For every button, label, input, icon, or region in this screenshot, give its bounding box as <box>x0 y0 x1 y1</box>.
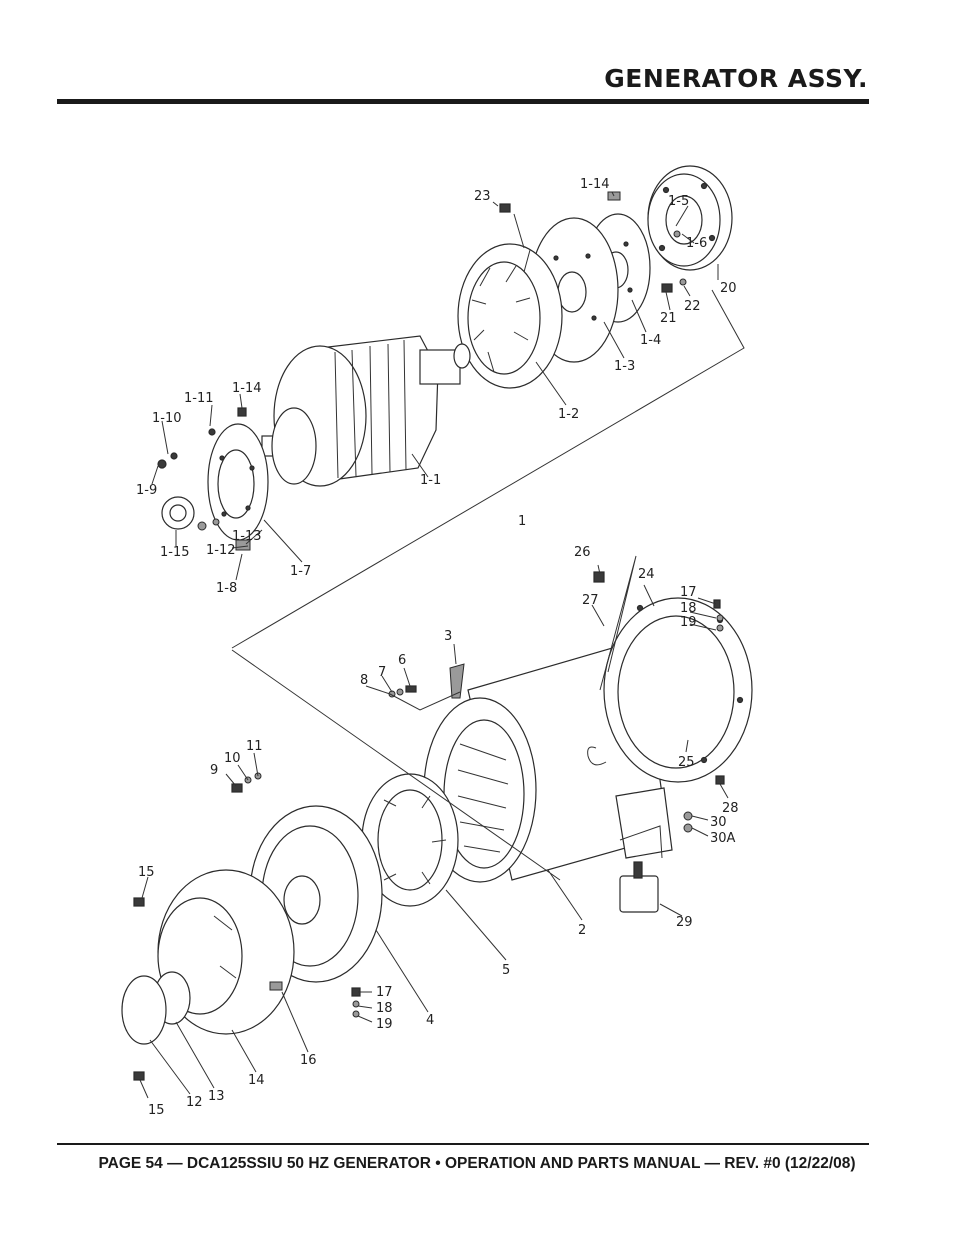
callout-30: 30 <box>710 815 727 830</box>
end-cover <box>157 869 295 1035</box>
callout-17-lower: 17 <box>376 985 393 1000</box>
small-parts-lower <box>121 571 725 1081</box>
callout-10: 10 <box>224 751 241 766</box>
small-parts-upper <box>157 191 687 551</box>
callout-1-1: 1-1 <box>420 473 441 488</box>
callout-5: 5 <box>502 963 510 978</box>
exciter-stator <box>361 773 459 907</box>
callout-1-10: 1-10 <box>152 411 182 426</box>
callout-16: 16 <box>300 1053 317 1068</box>
footer-rule <box>57 1143 869 1145</box>
rotor-assembly <box>261 335 471 487</box>
exciter-bracket <box>207 423 269 541</box>
callout-18-right: 18 <box>680 601 697 616</box>
callout-8: 8 <box>360 673 368 688</box>
end-bracket-plate <box>647 165 733 271</box>
callout-27: 27 <box>582 593 599 608</box>
callout-1-6: 1-6 <box>686 236 707 251</box>
callout-12: 12 <box>186 1095 203 1110</box>
callout-20: 20 <box>720 281 737 296</box>
callout-1-4: 1-4 <box>640 333 661 348</box>
page-title: GENERATOR ASSY. <box>604 64 868 93</box>
callout-1-7: 1-7 <box>290 564 311 579</box>
callout-9: 9 <box>210 763 218 778</box>
callout-19-lower: 19 <box>376 1017 393 1032</box>
callout-22: 22 <box>684 299 701 314</box>
callout-28: 28 <box>722 801 739 816</box>
callout-1-14-left: 1-14 <box>232 381 262 396</box>
callout-19-right: 19 <box>680 615 697 630</box>
callout-17-right: 17 <box>680 585 697 600</box>
callout-1-14-top: 1-14 <box>580 177 610 192</box>
assembly-bracket-line-1 <box>231 289 745 649</box>
callout-1-8: 1-8 <box>216 581 237 596</box>
callout-25: 25 <box>678 755 695 770</box>
callout-21: 21 <box>660 311 677 326</box>
callout-1-15: 1-15 <box>160 545 190 560</box>
callout-30a: 30A <box>710 831 736 846</box>
leader-lines-upper <box>151 191 719 581</box>
callout-1-9: 1-9 <box>136 483 157 498</box>
header-rule <box>57 99 869 104</box>
callout-2: 2 <box>578 923 586 938</box>
callout-14: 14 <box>248 1073 265 1088</box>
leader-lines-lower <box>139 564 729 1099</box>
callout-1-12: 1-12 <box>206 543 236 558</box>
callout-3: 3 <box>444 629 452 644</box>
callout-18-lower: 18 <box>376 1001 393 1016</box>
callout-23: 23 <box>474 189 491 204</box>
cooling-fan <box>457 243 563 389</box>
callout-24: 24 <box>638 567 655 582</box>
callout-1-11: 1-11 <box>184 391 214 406</box>
bearing <box>161 496 195 530</box>
callout-1-5: 1-5 <box>668 194 689 209</box>
callout-1-3: 1-3 <box>614 359 635 374</box>
callout-1-2: 1-2 <box>558 407 579 422</box>
callout-15-bottom: 15 <box>148 1103 165 1118</box>
callout-15-top: 15 <box>138 865 155 880</box>
callout-7: 7 <box>378 665 386 680</box>
callout-labels: 23 1-14 1-5 1-6 20 22 21 1-4 1-3 1-2 1-1… <box>136 177 739 1118</box>
callout-26: 26 <box>574 545 591 560</box>
callout-4: 4 <box>426 1013 434 1028</box>
callout-29: 29 <box>676 915 693 930</box>
callout-1-13: 1-13 <box>232 529 262 544</box>
callout-13: 13 <box>208 1089 225 1104</box>
callout-11: 11 <box>246 739 263 754</box>
callout-1: 1 <box>518 514 526 529</box>
page-footer: PAGE 54 — DCA125SSIU 50 HZ GENERATOR • O… <box>98 1155 856 1172</box>
mount-feet <box>615 787 673 913</box>
assembly-bracket-line-2 <box>599 555 637 691</box>
callout-6: 6 <box>398 653 406 668</box>
